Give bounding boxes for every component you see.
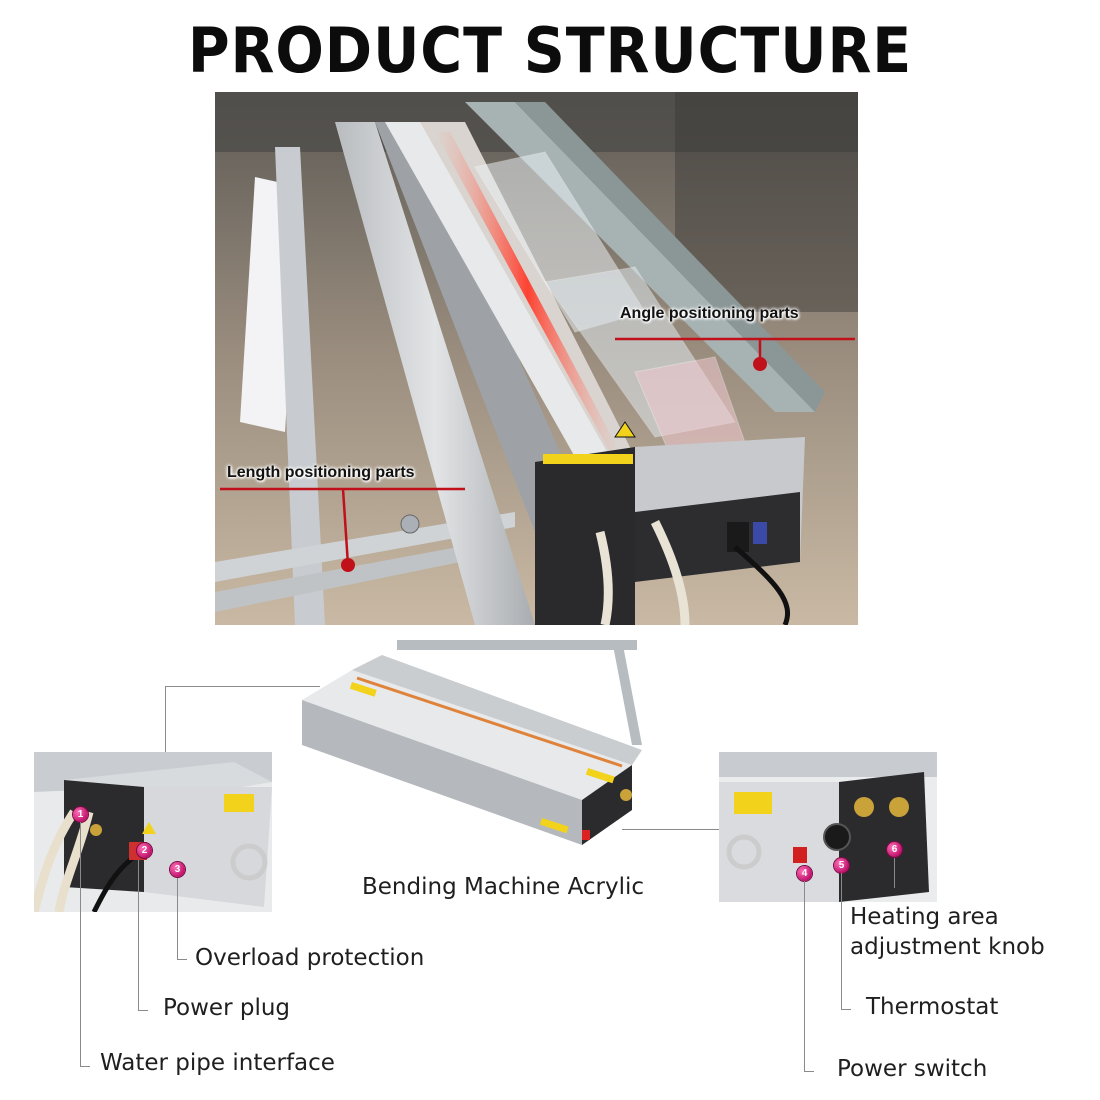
angle-positioning-label: Angle positioning parts <box>620 305 799 322</box>
switch-line-v <box>804 881 805 1071</box>
marker-5: 5 <box>834 858 849 873</box>
water-pipe-label: Water pipe interface <box>100 1050 335 1076</box>
marker-4: 4 <box>797 866 812 881</box>
overload-line-v <box>177 878 178 959</box>
heating-area-label: Heating area <box>850 904 999 930</box>
marker-3: 3 <box>170 862 185 877</box>
connector-line-left-drop <box>165 686 166 752</box>
overload-protection-label: Overload protection <box>195 945 425 971</box>
marker-6: 6 <box>887 842 902 857</box>
water-line-v <box>80 822 81 1066</box>
power-switch-label: Power switch <box>837 1056 988 1082</box>
water-line-h <box>80 1066 90 1067</box>
thermostat-line-h <box>841 1009 851 1010</box>
switch-line-h <box>804 1071 814 1072</box>
length-positioning-label: Length positioning parts <box>227 464 415 481</box>
overload-line-h <box>177 959 187 960</box>
connector-line-right <box>622 829 720 830</box>
heating-line-v <box>894 858 895 888</box>
page-title: PRODUCT STRUCTURE <box>187 14 913 87</box>
machine-illustration <box>215 92 858 625</box>
plug-line-h <box>138 1010 148 1011</box>
thermostat-line-v <box>841 873 842 1009</box>
machine-overview-photo <box>292 640 654 860</box>
left-detail-photo <box>34 752 272 912</box>
marker-1: 1 <box>73 807 88 822</box>
length-callout-line <box>220 487 465 572</box>
power-plug-label: Power plug <box>163 995 291 1021</box>
plug-line-v <box>138 860 139 1010</box>
angle-callout-line <box>615 337 855 371</box>
thermostat-label: Thermostat <box>866 994 999 1020</box>
heating-knob-label: adjustment knob <box>850 934 1045 960</box>
product-photo-main: Angle positioning parts Length positioni… <box>215 92 858 625</box>
marker-2: 2 <box>137 843 152 858</box>
right-detail-photo <box>719 752 937 902</box>
bending-machine-label: Bending Machine Acrylic <box>362 874 645 900</box>
connector-line-left <box>165 686 320 687</box>
